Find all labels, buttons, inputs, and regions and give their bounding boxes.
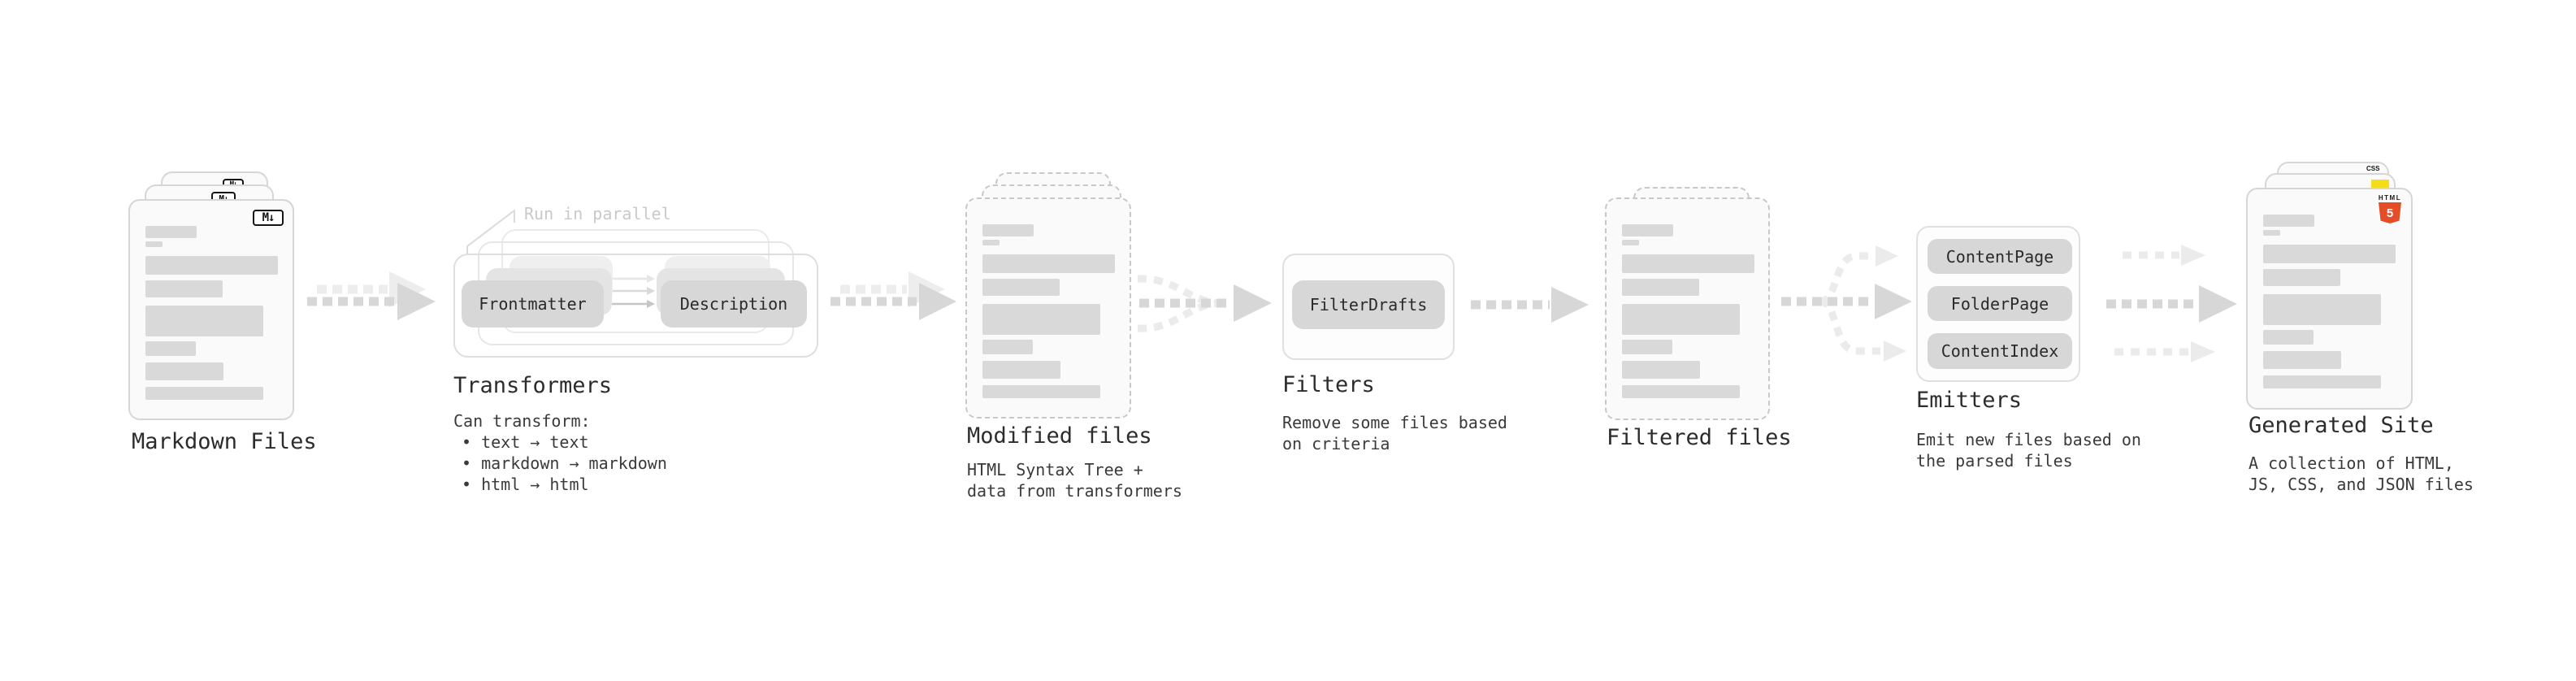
generated-site-label: Generated Site xyxy=(2249,413,2434,438)
text-line-placeholder xyxy=(145,387,263,400)
text-line-placeholder xyxy=(2263,230,2280,236)
text-line-placeholder xyxy=(2263,215,2314,227)
arrow-emitters-to-site-middle xyxy=(2106,285,2237,323)
javascript-icon xyxy=(2371,180,2389,189)
text-line-placeholder xyxy=(982,340,1033,354)
filtered-files-label: Filtered files xyxy=(1607,425,1792,450)
emitters-label: Emitters xyxy=(1916,388,2023,413)
filters-description: Remove some files based on criteria xyxy=(1282,412,1507,454)
text-line-placeholder xyxy=(2263,330,2314,345)
description-line: • text → text xyxy=(462,432,589,452)
css-icon-label: CSS xyxy=(2366,165,2380,172)
text-line-placeholder xyxy=(1622,254,1754,273)
frontmatter-pill: Frontmatter xyxy=(462,280,604,327)
filters-label: Filters xyxy=(1282,372,1375,397)
filters-panel: FilterDrafts xyxy=(1282,254,1455,360)
html5-icon-shield: 5 xyxy=(2379,202,2401,223)
text-line-placeholder xyxy=(982,240,1000,245)
modified-file-card xyxy=(965,197,1131,419)
arrow-fanout-bottom-branch xyxy=(1819,297,1880,355)
description-line: the parsed files xyxy=(1916,451,2073,471)
arrow-emitters-to-site-top xyxy=(2123,245,2205,266)
transformers-description: Can transform: • text → text • markdown … xyxy=(453,410,667,495)
transform-flow-arrow-back xyxy=(612,275,655,283)
text-line-placeholder xyxy=(145,341,196,356)
text-line-placeholder xyxy=(145,362,223,380)
html-file-card: HTML 5 xyxy=(2246,188,2413,410)
emitters-panel: ContentPage FolderPage ContentIndex xyxy=(1916,226,2080,382)
description-line: A collection of HTML, xyxy=(2249,453,2454,473)
text-line-placeholder xyxy=(2263,375,2381,388)
text-line-placeholder xyxy=(982,361,1060,379)
text-line-placeholder xyxy=(145,226,197,238)
transformer-card-front xyxy=(453,254,818,358)
text-line-placeholder xyxy=(982,304,1100,335)
transform-flow-arrow-front xyxy=(612,300,655,308)
arrow-markdown-to-transformers xyxy=(307,283,436,320)
text-line-placeholder xyxy=(1622,224,1673,236)
emitters-description: Emit new files based on the parsed files xyxy=(1916,429,2141,471)
arrow-fanout-bottom-head xyxy=(1884,340,1906,362)
text-line-placeholder xyxy=(982,279,1060,296)
text-line-placeholder xyxy=(982,385,1100,398)
html5-icon-label: HTML xyxy=(2378,194,2402,202)
generated-site-description: A collection of HTML, JS, CSS, and JSON … xyxy=(2249,453,2474,495)
arrow-filters-to-filtered xyxy=(1471,287,1589,323)
contentpage-pill: ContentPage xyxy=(1928,239,2072,274)
description-line: HTML Syntax Tree + xyxy=(967,460,1143,479)
text-line-placeholder xyxy=(1622,385,1740,398)
text-line-placeholder xyxy=(1622,304,1740,335)
description-line: Remove some files based xyxy=(1282,413,1507,432)
description-line: Emit new files based on xyxy=(1916,430,2141,449)
contentindex-pill: ContentIndex xyxy=(1928,333,2072,369)
arrow-filtered-to-emitters xyxy=(1781,284,1912,319)
description-line: data from transformers xyxy=(967,481,1182,501)
description-line: • markdown → markdown xyxy=(462,453,667,473)
text-line-placeholder xyxy=(145,256,278,275)
markdown-files-label: Markdown Files xyxy=(132,429,317,454)
text-line-placeholder xyxy=(982,224,1034,236)
transformers-label: Transformers xyxy=(453,373,613,398)
text-line-placeholder xyxy=(1622,340,1672,354)
arrow-modified-to-filters xyxy=(1139,284,1272,322)
text-line-placeholder xyxy=(1622,279,1699,296)
arrow-fanout-top-branch xyxy=(1819,252,1874,306)
description-line: JS, CSS, and JSON files xyxy=(2249,475,2474,494)
text-line-placeholder xyxy=(1622,361,1700,379)
folderpage-pill: FolderPage xyxy=(1928,286,2072,321)
text-line-placeholder xyxy=(1622,240,1639,245)
arrow-fanout-top-head xyxy=(1876,245,1898,267)
text-line-placeholder xyxy=(145,306,263,336)
description-line: on criteria xyxy=(1282,434,1390,453)
arrow-transformers-to-modified xyxy=(830,283,956,320)
run-in-parallel-leader-line xyxy=(466,210,515,255)
filterdrafts-pill: FilterDrafts xyxy=(1292,280,1445,329)
text-line-placeholder xyxy=(2263,269,2340,286)
text-line-placeholder xyxy=(2263,245,2396,263)
modified-files-description: HTML Syntax Tree + data from transformer… xyxy=(967,459,1182,501)
html5-icon-number: 5 xyxy=(2386,206,2394,220)
modified-files-label: Modified files xyxy=(967,423,1152,449)
text-line-placeholder xyxy=(2263,294,2381,325)
text-line-placeholder xyxy=(145,280,223,297)
text-line-placeholder xyxy=(2263,351,2341,369)
markdown-icon: M↓ xyxy=(253,210,284,226)
description-pill: Description xyxy=(661,280,807,327)
markdown-file-card: M↓ xyxy=(128,199,294,420)
transform-flow-arrow-middle xyxy=(612,287,655,295)
text-line-placeholder xyxy=(145,241,163,247)
description-line: Can transform: xyxy=(453,411,591,431)
description-line: • html → html xyxy=(462,475,589,494)
arrow-emitters-to-site-bottom xyxy=(2114,341,2215,362)
run-in-parallel-note: Run in parallel xyxy=(524,204,671,223)
filtered-file-card xyxy=(1605,197,1770,420)
html5-icon: HTML 5 xyxy=(2378,194,2402,223)
text-line-placeholder xyxy=(982,254,1115,273)
